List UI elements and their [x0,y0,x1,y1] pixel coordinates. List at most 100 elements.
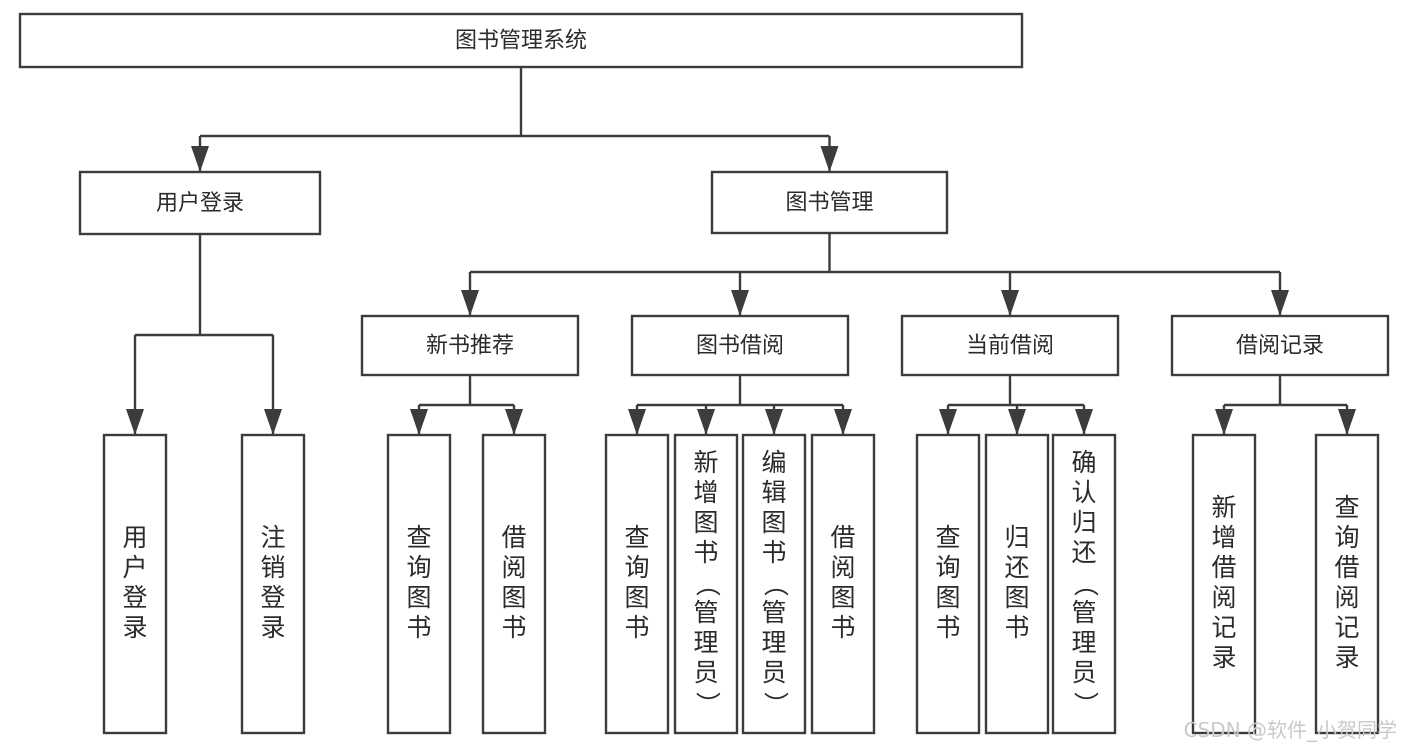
node-label-char: 户 [122,553,147,582]
node-label-char: 询 [935,553,960,582]
arrow-head-icon [126,409,144,435]
arrow-head-icon [939,409,957,435]
node-label-char: 理 [693,628,718,657]
node-box [18,12,1024,69]
node-label-char: 图 [761,508,786,537]
arrow-head-icon [1075,409,1093,435]
node-label-char: 图 [1004,583,1029,612]
node-book-manage[interactable]: 图书管理 [710,170,949,235]
node-label: 当前借阅 [966,334,1054,359]
arrow-head-icon [1008,409,1026,435]
node-label-char: 阅 [1211,583,1236,612]
arrow-head-icon [1338,409,1356,435]
node-box [810,433,876,735]
arrow-head-icon [264,409,282,435]
node-label-char: 还 [1004,553,1029,582]
node-box [900,314,1120,377]
node-box [1170,314,1390,377]
watermark-layer: CSDN @软件_小贺同学 [1184,718,1397,742]
arrow-head-icon [628,409,646,435]
node-box [78,170,322,236]
node-label-char: 借 [1211,553,1236,582]
node-book-borrow[interactable]: 图书借阅 [630,314,850,377]
node-label-char: 录 [1334,643,1359,672]
node-label-char: 图 [501,583,526,612]
node-label-char: 员 [1071,658,1096,687]
node-label-char: 录 [260,613,285,642]
node-label: 图书管理 [785,191,873,216]
node-new-book-recommend[interactable]: 新书推荐 [360,314,580,377]
node-box [1314,433,1380,735]
node-label: 借阅记录 [1236,334,1324,359]
node-user-login[interactable]: 用户登录 [78,170,322,236]
node-label: 新书推荐 [426,334,514,359]
node-label-char: 查 [1334,493,1359,522]
node-borrow-records[interactable]: 借阅记录 [1170,314,1390,377]
arrow-head-icon [820,146,839,172]
arrow-head-icon [505,409,523,435]
node-label: 图书管理系统 [455,29,587,54]
node-label-char: 录 [1211,643,1236,672]
node-label-char: 管 [761,598,786,627]
node-label-char: 管 [1071,598,1096,627]
node-label-char: 销 [260,553,285,582]
node-current-borrow[interactable]: 当前借阅 [900,314,1120,377]
arrow-head-icon [410,409,428,435]
node-box [984,433,1050,735]
node-label-char: 阅 [501,553,526,582]
node-box [630,314,850,377]
node-label-char: ） [1071,691,1100,716]
arrow-head-icon [1215,409,1233,435]
node-label-char: 书 [501,613,526,642]
arrow-head-icon [191,146,209,172]
node-label-char: （ [761,571,790,596]
node-label-char: 阅 [830,553,855,582]
node-label-char: 借 [1334,553,1359,582]
node-label-char: 新 [693,448,718,477]
node-label-char: 书 [935,613,960,642]
node-label-char: 查 [406,523,431,552]
node-label-char: 编 [761,448,786,477]
node-label-char: 查 [935,523,960,552]
node-label-char: 图 [693,508,718,537]
node-root[interactable]: 图书管理系统 [18,12,1024,69]
node-box [673,433,739,735]
csdn-watermark: CSDN @软件_小贺同学 [1184,718,1397,742]
node-user-login-do[interactable]: 用户登录 [102,433,168,735]
node-label-char: 图 [935,583,960,612]
node-label-char: 借 [501,523,526,552]
node-label-char: 登 [260,583,285,612]
node-label-char: 借 [830,523,855,552]
node-box [1051,433,1117,735]
node-label: 用户登录 [122,523,147,642]
node-label-char: 图 [624,583,649,612]
arrow-head-icon [834,409,852,435]
node-label-char: 理 [1071,628,1096,657]
arrow-head-icon [697,409,715,435]
node-label-char: 书 [830,613,855,642]
node-label-char: 录 [122,613,147,642]
node-label-char: 新 [1211,493,1236,522]
node-label-char: 阅 [1334,583,1359,612]
